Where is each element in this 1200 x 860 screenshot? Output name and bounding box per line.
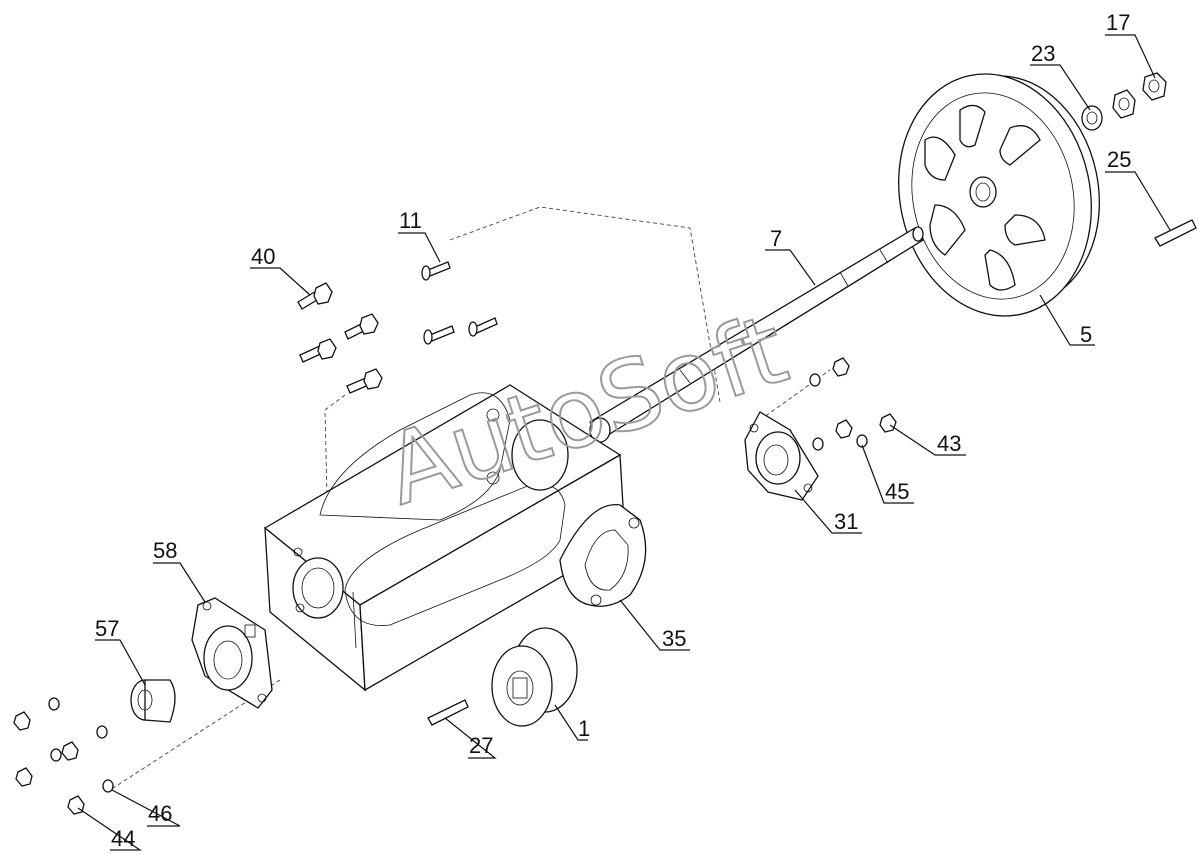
callout-40: 40 [251,244,275,269]
nuts-43-45 [809,357,897,451]
callout-57: 57 [95,616,119,641]
bearing-flange-58 [191,597,273,709]
rivets-11 [421,261,498,345]
callout-7: 7 [770,226,782,251]
callout-23: 23 [1031,41,1055,66]
bearing-flange-31 [744,411,819,501]
callout-labels: 17 23 25 5 7 11 40 43 45 31 35 58 57 1 2… [95,10,1131,851]
bolts-40 [297,282,383,394]
callout-25: 25 [1107,147,1131,172]
nuts-44-46 [13,697,114,815]
callout-44: 44 [111,826,135,851]
leader-lines [77,34,1171,851]
callout-27: 27 [469,733,493,758]
collar-57 [130,679,176,723]
housing-frame [263,384,626,692]
callout-31: 31 [834,509,858,534]
callout-58: 58 [153,538,177,563]
callout-1: 1 [578,716,590,741]
callout-5: 5 [1080,322,1092,347]
pulley-part [898,73,1100,317]
callout-45: 45 [885,479,909,504]
washer-23 [1081,105,1103,131]
key-part-25 [1154,219,1197,247]
callout-35: 35 [662,626,686,651]
sprocket-1 [491,627,578,727]
bracket-plate-35 [559,504,647,607]
callout-17: 17 [1106,10,1130,35]
callout-46: 46 [148,801,172,826]
callout-43: 43 [937,431,961,456]
key-part-27 [427,699,469,726]
shaft-part [589,226,924,443]
nuts-17 [1112,72,1167,119]
callout-11: 11 [399,208,422,233]
